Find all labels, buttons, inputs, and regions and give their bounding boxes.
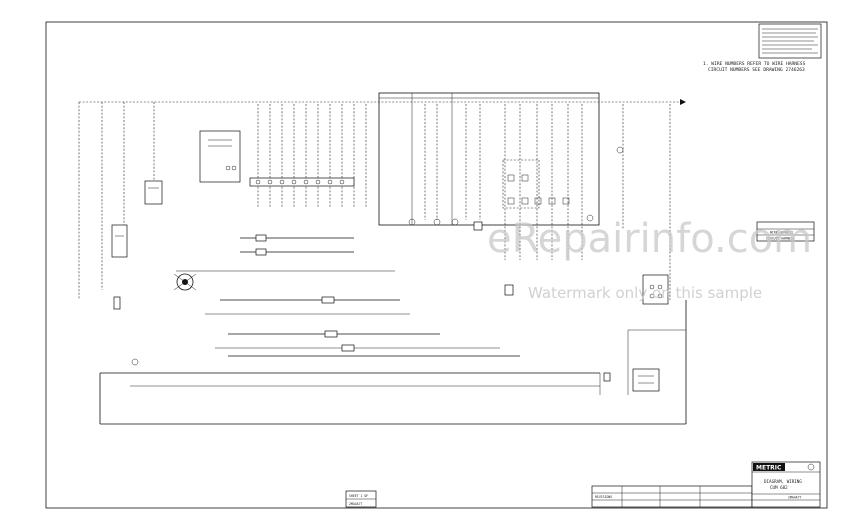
- note-line-2: CIRCUIT NUMBERS SEE DRAWING 2746263: [708, 67, 805, 73]
- sheet-ref-label: SHEET 1 OF: [349, 494, 368, 498]
- metric-logo-bar: [753, 463, 785, 471]
- connector-plugs: [113, 221, 611, 382]
- watermark-sub: Watermark only on this sample: [528, 284, 762, 302]
- upper-harness-frame: [378, 92, 600, 226]
- harness-legend-item-2: CIRCUIT HARNESS: [766, 237, 795, 241]
- metric-logo-label: METRIC: [756, 465, 782, 472]
- wire-columns: [257, 104, 671, 300]
- note-line-1: 1. WIRE NUMBERS REFER TO WIRE HARNESS: [703, 61, 806, 67]
- watermark: eRepairinfo.com Watermark only on this s…: [487, 216, 812, 302]
- horizontal-wires: [99, 237, 687, 425]
- harness-legend: WIRE HARNESS CIRCUIT HARNESS: [756, 221, 815, 242]
- drawing-title-line-1: DIAGRAM, WIRING: [764, 479, 802, 484]
- watermark-main: eRepairinfo.com: [487, 216, 812, 262]
- sheet-ref-block: SHEET 1 OF 2MA4A77: [345, 490, 377, 508]
- revision-label: REVISIONS: [595, 495, 612, 499]
- sender-circles: [131, 146, 624, 366]
- revision-table: REVISIONS: [591, 485, 753, 508]
- terminal-strip: [249, 177, 355, 187]
- drawing-number: 2MA4A77: [788, 496, 802, 500]
- controller-box: [199, 130, 241, 183]
- sheet-border: [45, 21, 828, 509]
- fuse-panel: [502, 159, 570, 209]
- relay-box: [144, 180, 163, 205]
- title-block: METRIC DIAGRAM, WIRING CUM 682 2MA4A77: [751, 461, 821, 508]
- general-notes: 1. WIRE NUMBERS REFER TO WIRE HARNESS CI…: [703, 61, 806, 73]
- sheet-ref-number: 2MA4A77: [349, 502, 363, 506]
- starter-relay: [632, 368, 660, 392]
- right-relay-box: [642, 274, 669, 305]
- switch-box-left: [111, 224, 128, 258]
- ignition-switch: [173, 273, 197, 291]
- harness-legend-item-1: WIRE HARNESS: [770, 231, 793, 235]
- drawing-title-line-2: CUM 682: [770, 485, 788, 490]
- stamp-box: [758, 23, 822, 59]
- main-bus: [78, 99, 686, 300]
